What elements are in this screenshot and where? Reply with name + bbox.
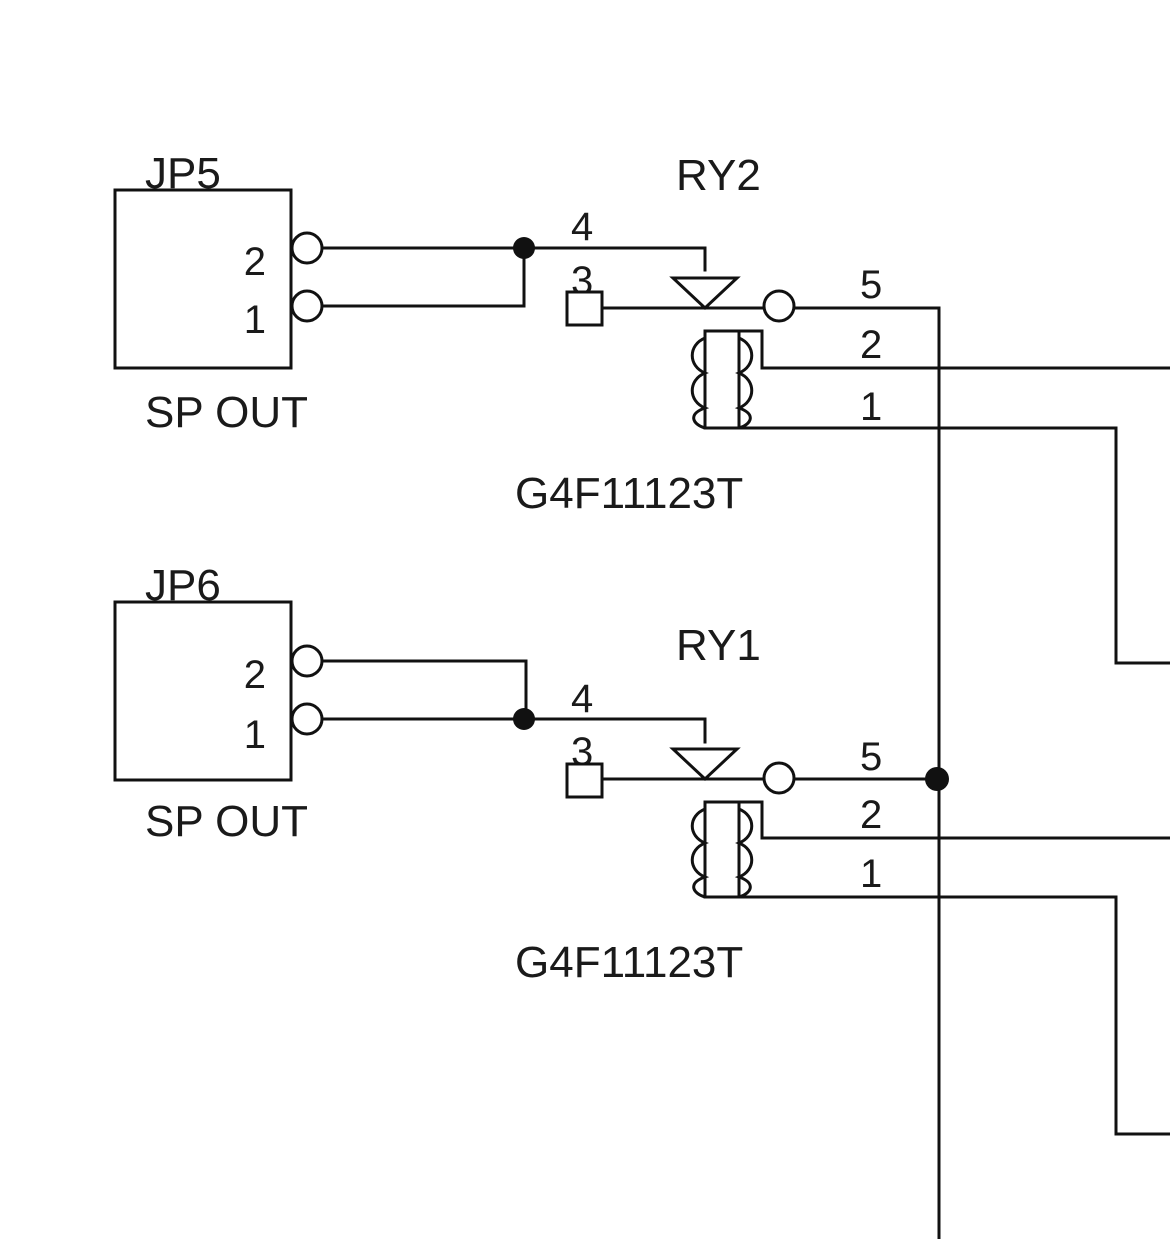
ry2-coil-top-lead [703,329,764,370]
ry1-pin3-contact [565,762,604,799]
ry1-pin2-label: 2 [860,793,882,837]
ry2-coil [690,329,764,430]
jp6-pin2-label: 2 [244,653,266,697]
ry1-pin5-label: 5 [860,735,882,779]
ry1-pin1-label: 1 [860,852,882,896]
jp6-pin2 [290,644,324,678]
relay-ry2: RY2 G4F11123T 4 3 5 2 1 [515,151,1170,665]
jp6-pin1 [290,702,324,736]
jp5-wires [320,237,707,308]
jp6-pin1-label: 1 [244,713,266,757]
jp6-pin2-wire [320,659,528,721]
jp5-pin1 [290,289,324,323]
ry2-pin5-contact [762,289,796,323]
jp5-pin2 [290,231,324,265]
jp6-junction [513,708,535,730]
jp6-wires [320,659,707,744]
ry1-ref-label: RY1 [676,621,761,670]
jp5-junction [513,237,535,259]
connector-jp6: JP6 SP OUT 2 1 [113,561,324,846]
jp5-pin1-wire [320,246,526,308]
ry1-coil-winding [690,807,710,899]
ry1-pin1-wire [703,895,1170,1136]
ry2-pin3-contact [565,290,604,327]
ry1-pin4-label: 4 [571,677,593,721]
ry2-pin2-label: 2 [860,323,882,367]
ry1-coil [690,800,764,899]
ry2-pin1-wire [703,426,1170,665]
ry2-pin5-label: 5 [860,263,882,307]
ry1-value-label: G4F11123T [515,938,743,987]
jp6-value-label: SP OUT [145,797,308,846]
common-bus-junction [925,767,949,791]
jp6-ref-label: JP6 [145,561,221,610]
ry2-switch-arrow [669,276,741,311]
jp6-pin1-wire [320,717,707,744]
ry2-value-label: G4F11123T [515,469,743,518]
jp5-body [113,188,293,370]
common-bus [925,306,949,1239]
ry2-coil-core [703,329,741,430]
jp6-body [113,600,293,782]
ry1-switch-arrow [669,747,741,782]
ry2-pin1-label: 1 [860,385,882,429]
ry2-coil-winding [690,336,710,430]
jp5-pin2-wire [320,246,707,272]
ry2-pin4-label: 4 [571,205,593,249]
ry2-coil-winding-right [734,336,754,430]
ry1-pin5-contact [762,761,796,795]
ry1-coil-core [703,800,741,899]
relay-ry1: RY1 G4F11123T 4 3 5 2 1 [515,621,1170,1136]
ry1-coil-top-lead [703,800,764,840]
jp5-ref-label: JP5 [145,149,221,198]
jp5-value-label: SP OUT [145,388,308,437]
jp5-pin2-label: 2 [244,240,266,284]
ry1-coil-winding-right [734,807,754,899]
ry2-ref-label: RY2 [676,151,761,200]
jp5-pin1-label: 1 [244,298,266,342]
connector-jp5: JP5 SP OUT 2 1 [113,149,324,437]
